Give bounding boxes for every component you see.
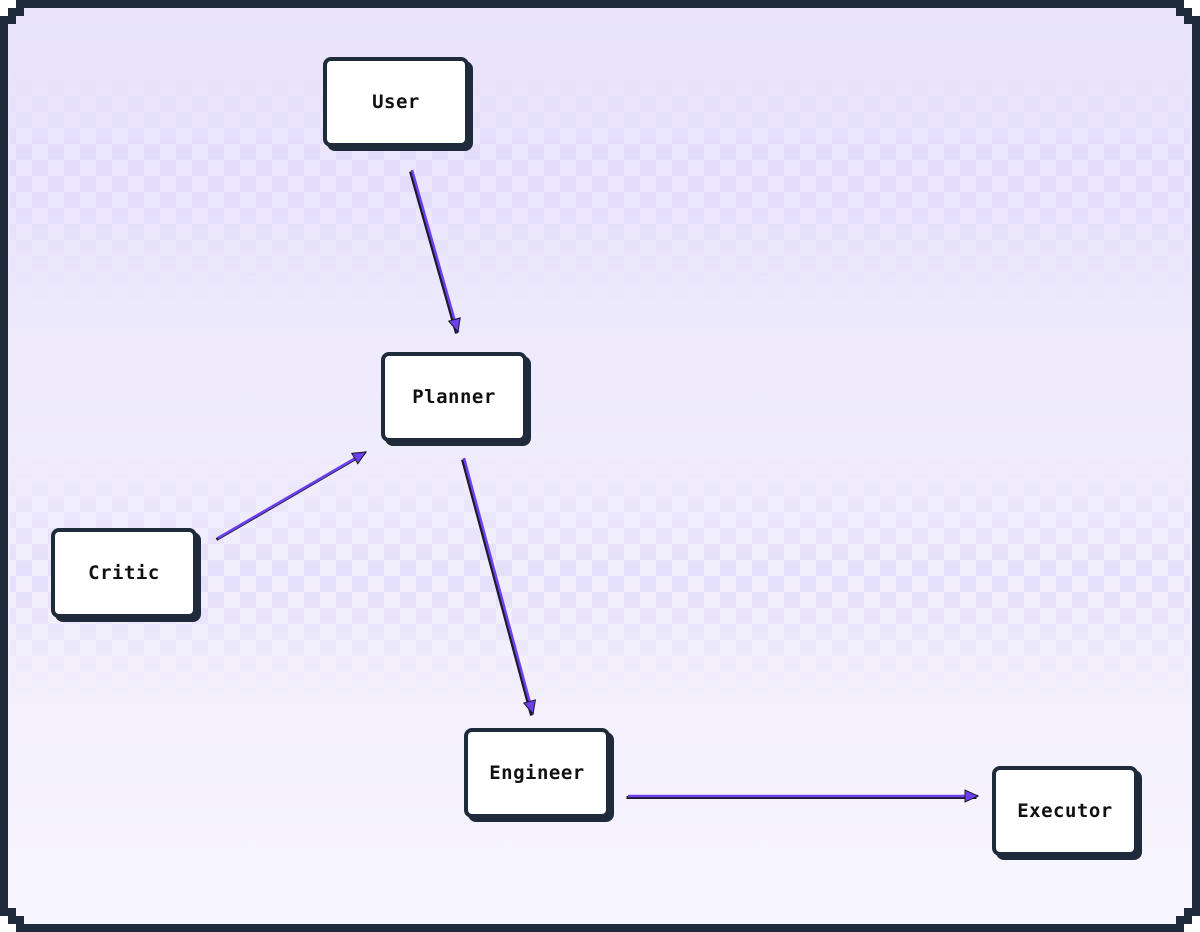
edge-critic-to-planner [215, 450, 368, 541]
edge-line [217, 450, 367, 540]
arrowhead-icon [522, 699, 537, 716]
edge-engineer-to-executor [626, 789, 980, 803]
node-executor-label: Executor [1017, 800, 1113, 822]
node-executor[interactable]: Executor [992, 766, 1138, 856]
edge-shadow [461, 459, 533, 716]
edge-user-to-planner [409, 169, 461, 334]
edges-layer [215, 169, 980, 803]
edge-planner-to-engineer [461, 457, 537, 716]
node-user[interactable]: User [323, 57, 469, 147]
checker-band-bottom [10, 455, 1190, 700]
node-critic-label: Critic [88, 562, 160, 584]
node-engineer-label: Engineer [489, 762, 585, 784]
node-critic[interactable]: Critic [51, 528, 197, 618]
checker-band-top [10, 60, 1190, 300]
edge-shadow [409, 171, 458, 334]
node-planner-label: Planner [412, 386, 496, 408]
node-user-label: User [372, 91, 420, 113]
node-engineer[interactable]: Engineer [464, 728, 610, 818]
edge-line [462, 457, 535, 715]
arrowhead-icon [964, 789, 980, 803]
arrowhead-icon [350, 451, 368, 465]
edge-line [410, 169, 460, 333]
arrowhead-icon [447, 317, 461, 334]
node-planner[interactable]: Planner [381, 352, 527, 442]
